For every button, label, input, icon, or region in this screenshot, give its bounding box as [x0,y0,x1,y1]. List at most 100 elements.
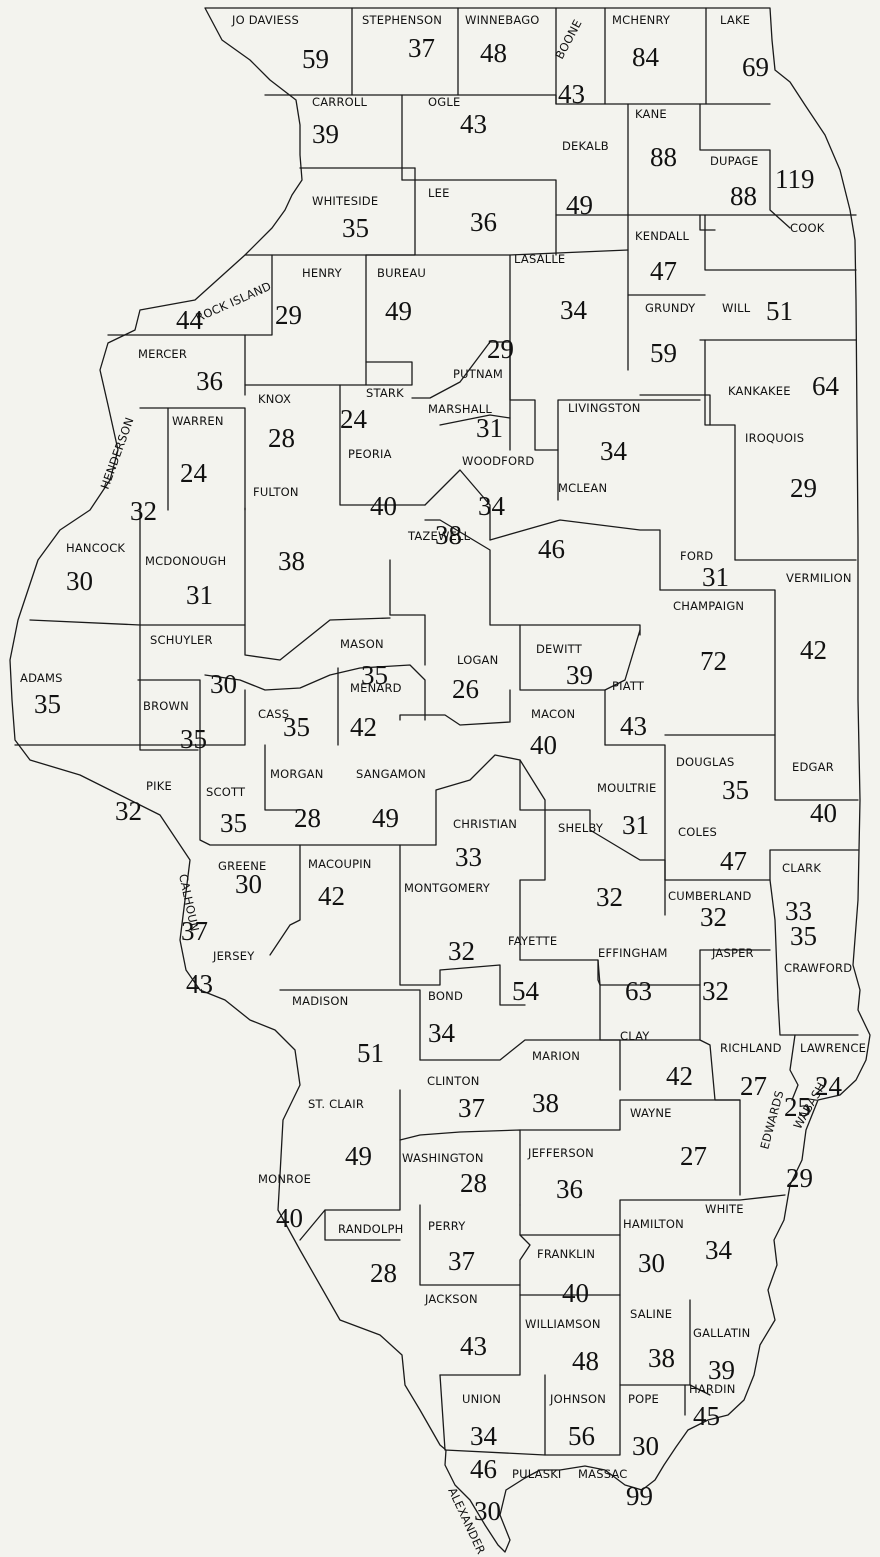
county-name: KENDALL [635,229,690,243]
county-name: BUREAU [377,266,426,280]
county-name: WAYNE [630,1106,672,1120]
county-value: 35 [220,808,247,838]
county-name: MASSAC [578,1467,628,1481]
county-value: 38 [648,1343,675,1373]
county-value: 28 [294,803,321,833]
county-name: TAZEWELL [407,529,471,543]
county-name: MASON [340,637,384,651]
county-woodford: WOODFORD 34 [462,454,534,521]
county-value: 34 [478,491,506,521]
county-value: 36 [556,1174,583,1204]
county-value: 35 [790,921,817,951]
county-value: 64 [812,371,840,401]
county-value: 30 [66,566,93,596]
county-value: 30 [235,869,262,899]
county-name: MCDONOUGH [145,554,226,568]
county-value: 43 [558,79,585,109]
county-value: 29 [786,1163,813,1193]
county-name: KANKAKEE [728,384,791,398]
county-value: 40 [810,798,837,828]
county-value: 30 [632,1431,659,1461]
county-value: 36 [196,366,223,396]
county-name: FORD [680,549,713,563]
county-value: 30 [210,669,237,699]
county-value: 25 [784,1092,811,1122]
county-stark: STARK 24 [340,386,404,434]
county-value: 33 [455,842,482,872]
county-stclair: ST. CLAIR 49 [308,1097,372,1171]
county-name: DEKALB [562,139,609,153]
county-name: SALINE [630,1307,672,1321]
county-value: 24 [340,404,368,434]
county-name: MACOUPIN [308,857,372,871]
county-name: BROWN [143,699,189,713]
county-value: 33 [785,896,812,926]
county-name: JEFFERSON [527,1146,594,1160]
county-name: PERRY [428,1219,466,1233]
county-name: PUTNAM [453,367,503,381]
county-name: IROQUOIS [745,431,804,445]
county-value: 35 [180,724,207,754]
county-name: PULASKI [512,1467,562,1481]
county-value: 56 [568,1421,595,1451]
county-value: 32 [130,496,157,526]
county-value: 45 [693,1401,720,1431]
county-name: UNION [462,1392,501,1406]
county-value: 44 [176,305,204,335]
county-name: ST. CLAIR [308,1097,364,1111]
county-name: GRUNDY [645,301,696,315]
county-name: ROCK ISLAND [194,279,274,325]
county-name: CLAY [620,1029,650,1043]
county-name: STARK [366,386,404,400]
county-value: 34 [428,1018,456,1048]
county-boundaries [9,7,871,1553]
county-value: 49 [345,1141,372,1171]
county-value: 32 [702,976,729,1006]
county-name: SHELBY [558,821,604,835]
county-name: WHITE [705,1202,744,1216]
county-name: WHITESIDE [312,194,378,208]
county-value: 48 [572,1346,599,1376]
county-value: 32 [448,936,475,966]
county-name: LASALLE [514,252,565,266]
county-name: KNOX [258,392,291,406]
county-name: GREENE [218,859,267,873]
county-name: LOGAN [457,653,498,667]
county-name: JOHNSON [549,1392,606,1406]
county-name: WOODFORD [462,454,534,468]
county-value: 39 [566,660,593,690]
county-value: 32 [115,796,142,826]
county-value: 31 [622,810,649,840]
county-name: MARSHALL [428,402,492,416]
county-value: 40 [370,491,397,521]
county-value: 27 [740,1071,767,1101]
